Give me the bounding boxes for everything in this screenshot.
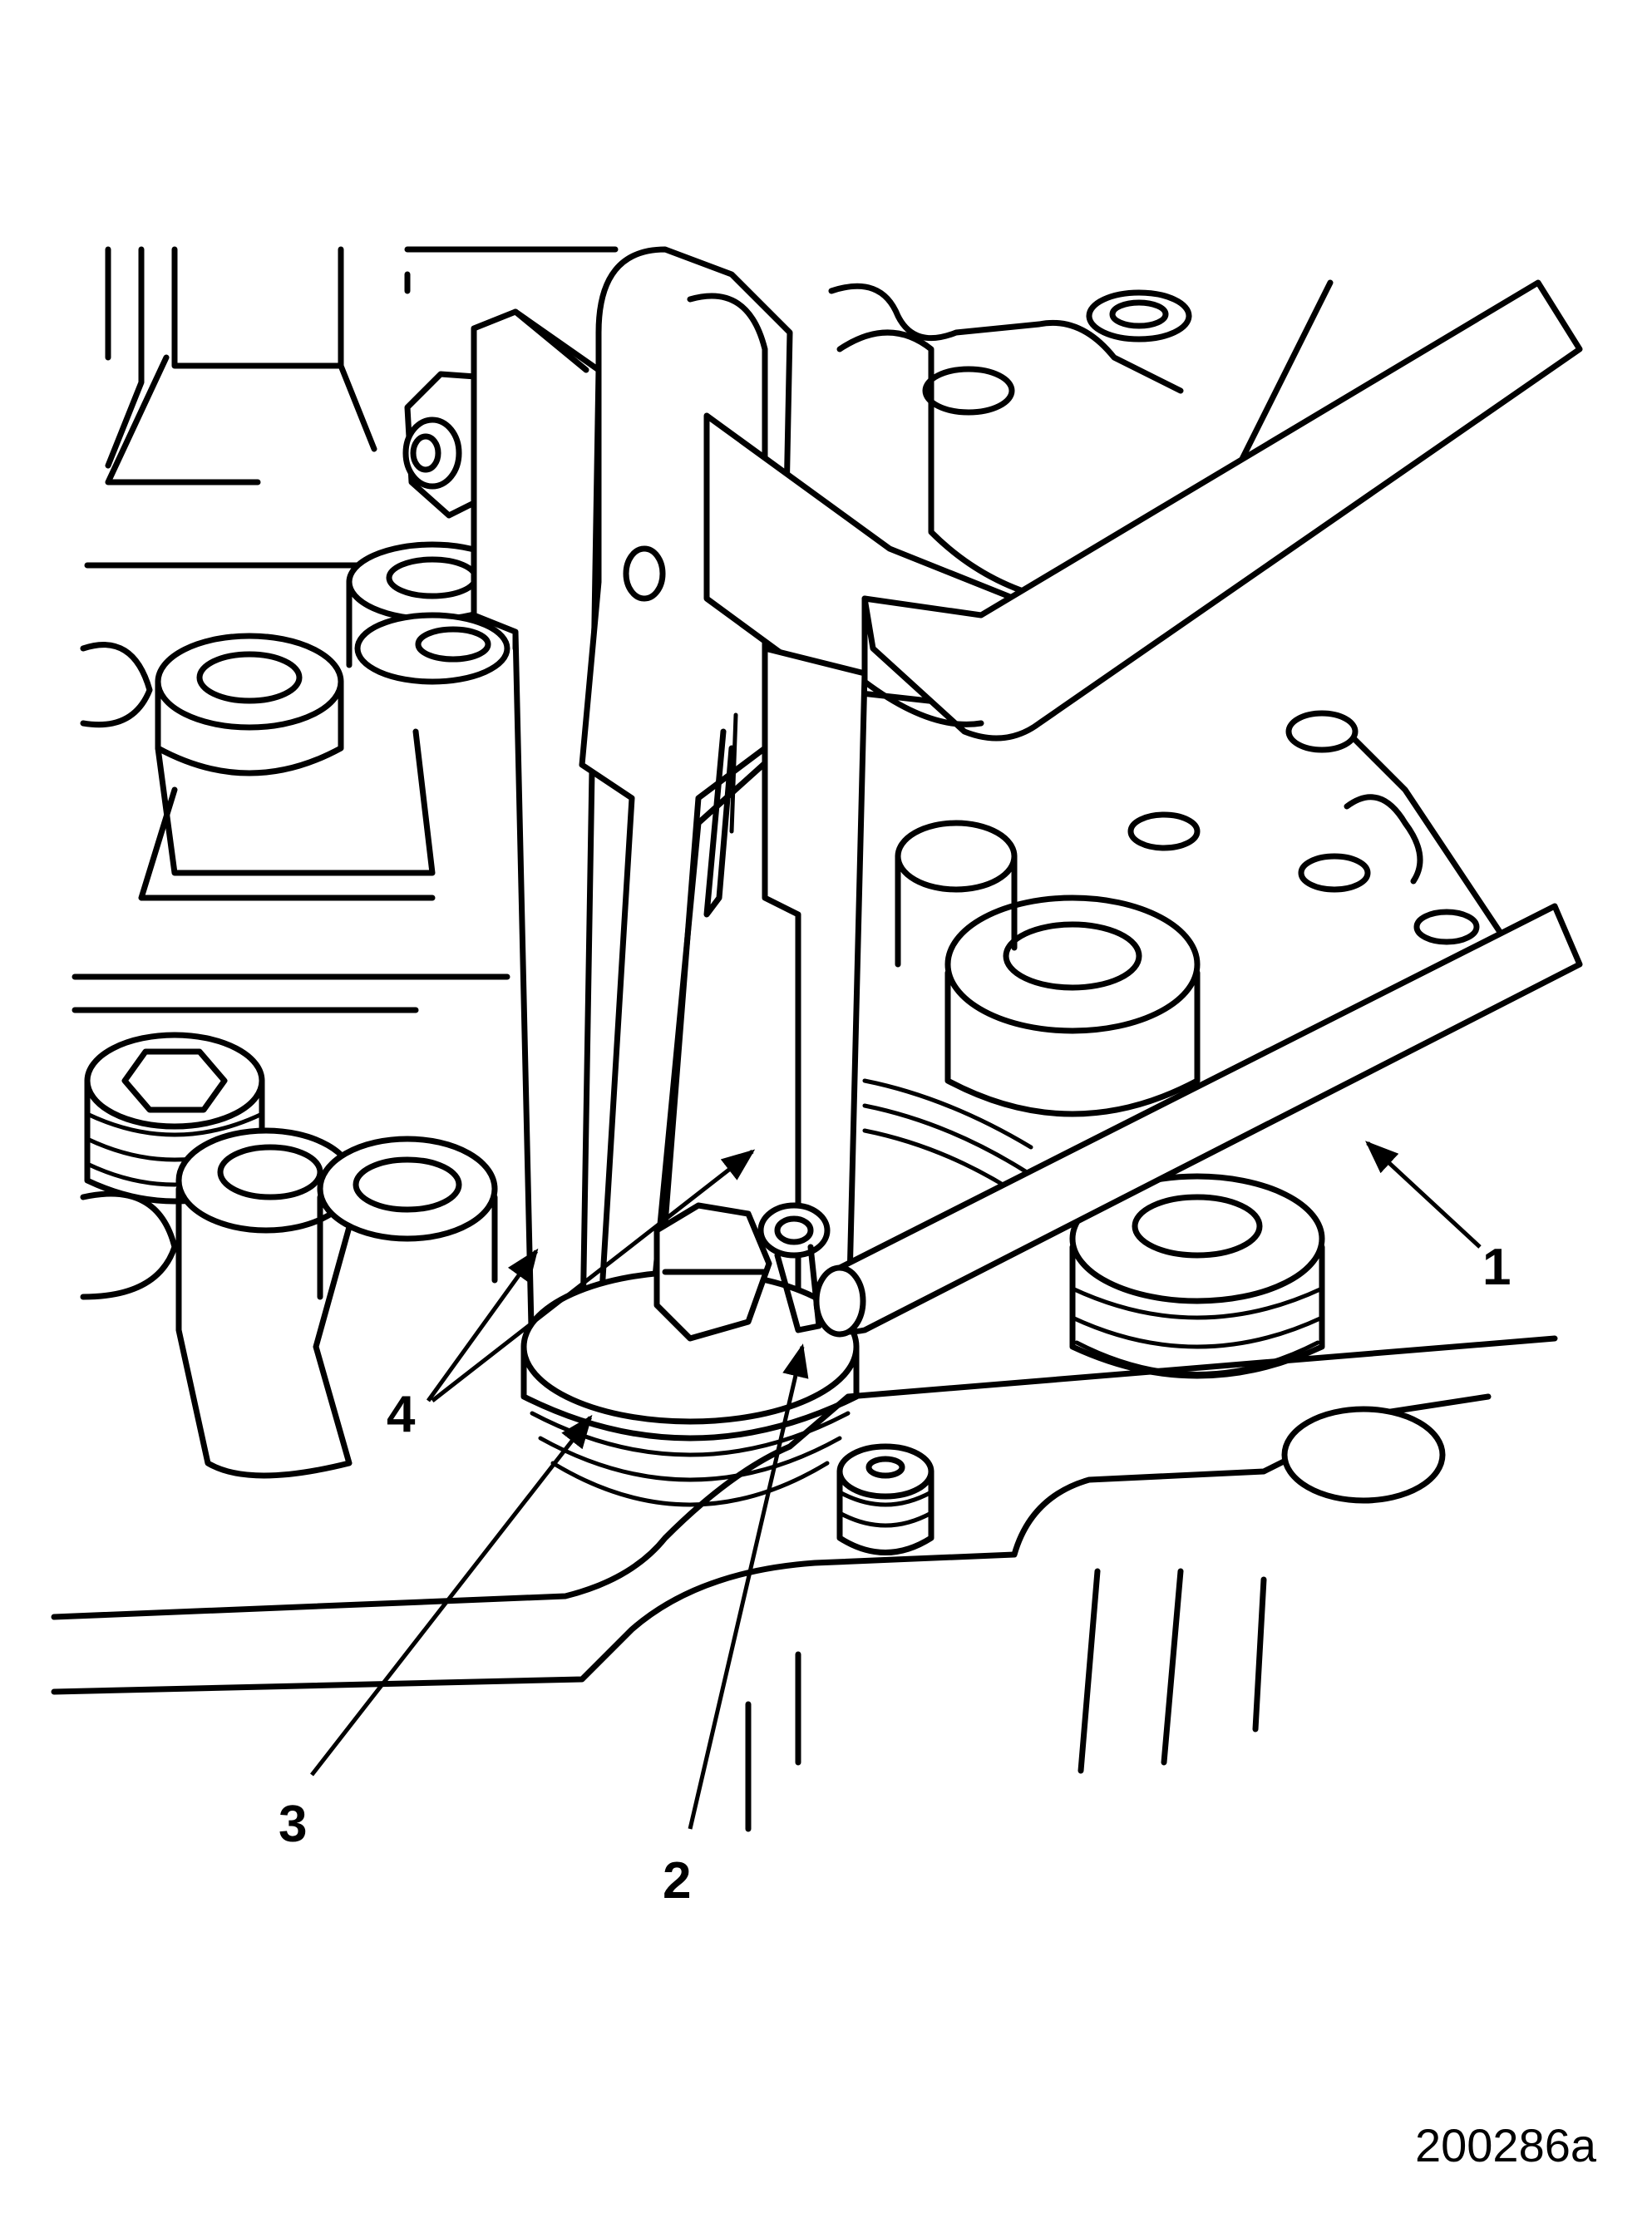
leader-4b [431,1149,756,1402]
callout-labels: 1 2 3 4 [279,1239,1511,1910]
cylinder-head-background [72,246,1508,1479]
leader-1 [1365,1141,1482,1249]
leader-4a [426,1248,539,1402]
pick-tool [813,903,1583,1338]
callout-3: 3 [279,1796,307,1853]
figure-number: 200286a [1415,2119,1597,2171]
head-casting-deck [51,1335,1558,1832]
callout-1: 1 [1482,1239,1511,1296]
leader-3 [310,1414,593,1777]
callout-4: 4 [387,1386,416,1443]
leader-2 [688,1343,809,1830]
callout-leaders [310,1141,1482,1830]
callout-2: 2 [663,1852,691,1910]
valve-spring-compressor [402,246,1583,1507]
